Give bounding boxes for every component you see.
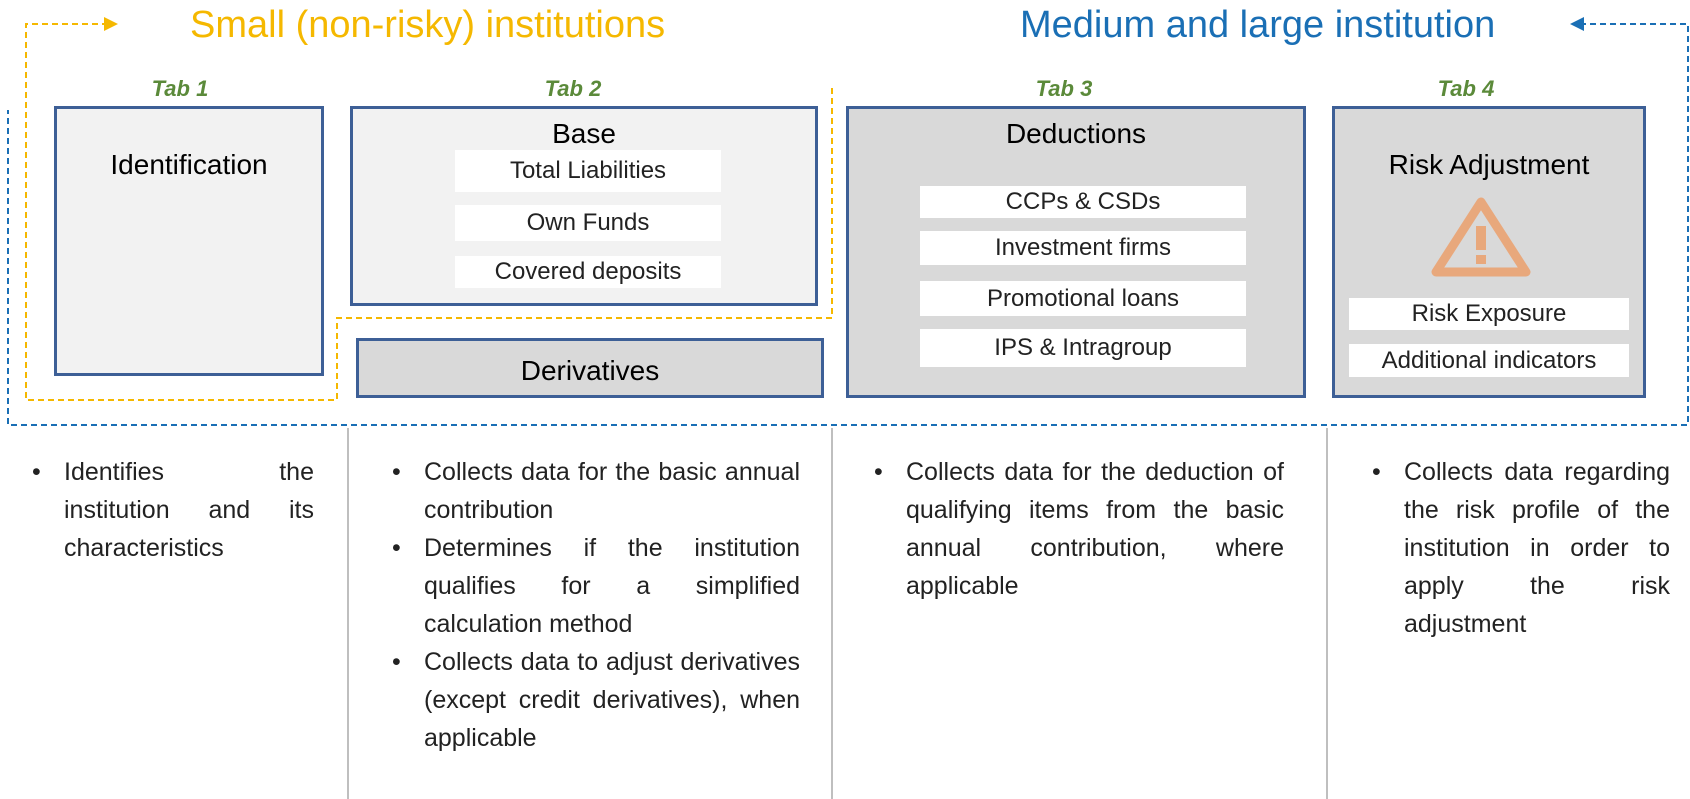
small-scope-arrow — [104, 17, 118, 31]
base-title: Base — [552, 118, 616, 149]
deductions-item-promotional-loans: Promotional loans — [920, 281, 1246, 316]
base-item-own-funds: Own Funds — [455, 205, 721, 241]
risk-adjustment-title: Risk Adjustment — [1388, 149, 1590, 180]
risk-item-risk-exposure: Risk Exposure — [1349, 298, 1629, 330]
large-scope-line — [7, 23, 1689, 426]
tab-1-description: Identifies the institution and its chara… — [28, 453, 314, 567]
description-item: Collects data for the basic annual contr… — [388, 453, 800, 529]
large-scope-arrow — [1570, 17, 1584, 31]
tab-4-description: Collects data regarding the risk profile… — [1368, 453, 1670, 643]
deductions-title: Deductions — [1005, 118, 1147, 149]
warning-triangle-icon — [1431, 197, 1531, 277]
tab-2-label: Tab 2 — [544, 76, 602, 101]
derivatives-panel: Derivatives — [356, 338, 824, 398]
description-item: Determines if the institution qualifies … — [388, 529, 800, 643]
base-item-covered-deposits: Covered deposits — [455, 256, 721, 288]
description-item: Identifies the institution and its chara… — [28, 453, 314, 567]
column-divider-2 — [831, 428, 833, 799]
small-institutions-heading: Small (non-risky) institutions — [190, 4, 666, 46]
column-divider-1 — [347, 428, 349, 799]
description-item: Collects data for the deduction of quali… — [870, 453, 1284, 605]
large-institutions-heading: Medium and large institution — [1020, 4, 1496, 46]
description-item: Collects data to adjust derivatives (exc… — [388, 643, 800, 757]
small-scope-line — [25, 23, 833, 401]
risk-item-additional-indicators: Additional indicators — [1349, 344, 1629, 377]
tab-2-description: Collects data for the basic annual contr… — [388, 453, 800, 757]
identification-title: Identification — [110, 149, 268, 180]
tab-3-description: Collects data for the deduction of quali… — [870, 453, 1284, 605]
deductions-item-ips-intragroup: IPS & Intragroup — [920, 329, 1246, 367]
derivatives-title: Derivatives — [520, 355, 660, 386]
identification-panel: Identification — [54, 106, 324, 376]
deductions-item-ccps-csds: CCPs & CSDs — [920, 186, 1246, 218]
description-item: Collects data regarding the risk profile… — [1368, 453, 1670, 643]
column-divider-3 — [1326, 428, 1328, 799]
tab-3-label: Tab 3 — [1035, 76, 1093, 101]
deductions-item-investment-firms: Investment firms — [920, 231, 1246, 265]
tab-1-label: Tab 1 — [151, 76, 209, 101]
base-item-total-liabilities: Total Liabilities — [455, 150, 721, 192]
tab-4-label: Tab 4 — [1437, 76, 1495, 101]
